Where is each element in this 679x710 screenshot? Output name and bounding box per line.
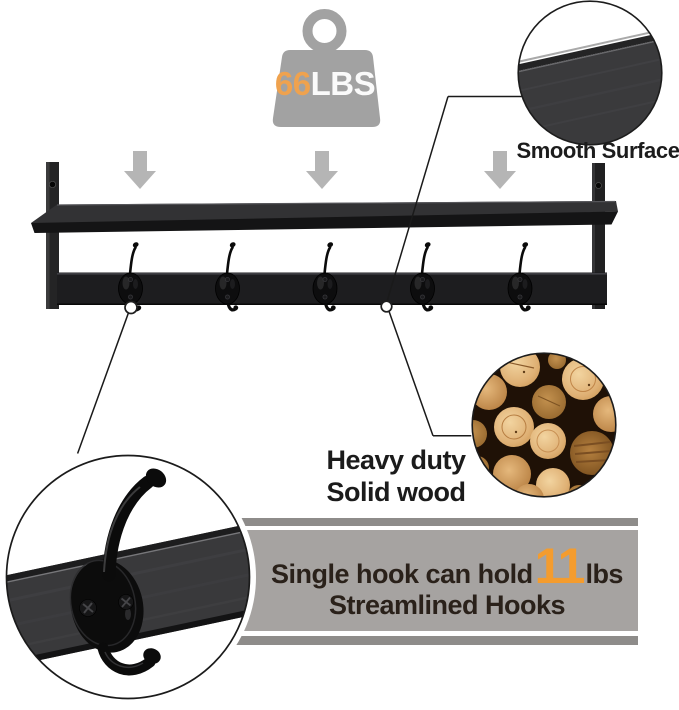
hook-strength-unit: lbs <box>585 559 623 589</box>
banner-bottom-stripe <box>150 636 638 645</box>
callout-line-solid-wood <box>388 311 434 437</box>
weight-capacity-unit: LBS <box>310 65 376 102</box>
hook-strength-line2: Streamlined Hooks <box>328 590 566 620</box>
right-bracket <box>592 163 605 309</box>
down-arrow-icon <box>306 151 338 189</box>
hook-rail <box>57 272 607 305</box>
coat-hook-3 <box>311 239 339 312</box>
coat-hook-5 <box>506 239 534 312</box>
shelf-board <box>31 200 618 233</box>
solid-wood-label-line2: Solid wood <box>326 476 466 507</box>
left-bracket <box>46 162 59 309</box>
callout-lines <box>76 95 522 454</box>
coat-hook-2 <box>213 239 242 312</box>
weight-capacity-badge-text: 66LBS <box>270 67 380 101</box>
wood-grain-zoom-circle <box>471 352 617 498</box>
wall-coat-rack-photo <box>31 162 618 312</box>
down-arrows <box>124 151 516 189</box>
callout-marker-rail <box>380 300 393 313</box>
solid-wood-label-line1: Heavy duty <box>326 445 466 475</box>
coat-hook-1 <box>116 239 145 312</box>
hook-strength-value: 11 <box>534 538 586 594</box>
callout-marker-hook <box>124 300 138 315</box>
weight-capacity-value: 66 <box>274 65 311 102</box>
solid-wood-label: Heavy duty Solid wood <box>316 445 476 508</box>
banner-top-stripe <box>150 518 638 526</box>
callout-line-hook-detail <box>76 313 130 454</box>
hook-strength-prefix: Single hook can hold <box>271 559 533 589</box>
smooth-surface-label: Smooth Surface <box>516 138 679 163</box>
down-arrow-icon <box>124 151 156 189</box>
coat-hook-4 <box>408 239 437 312</box>
